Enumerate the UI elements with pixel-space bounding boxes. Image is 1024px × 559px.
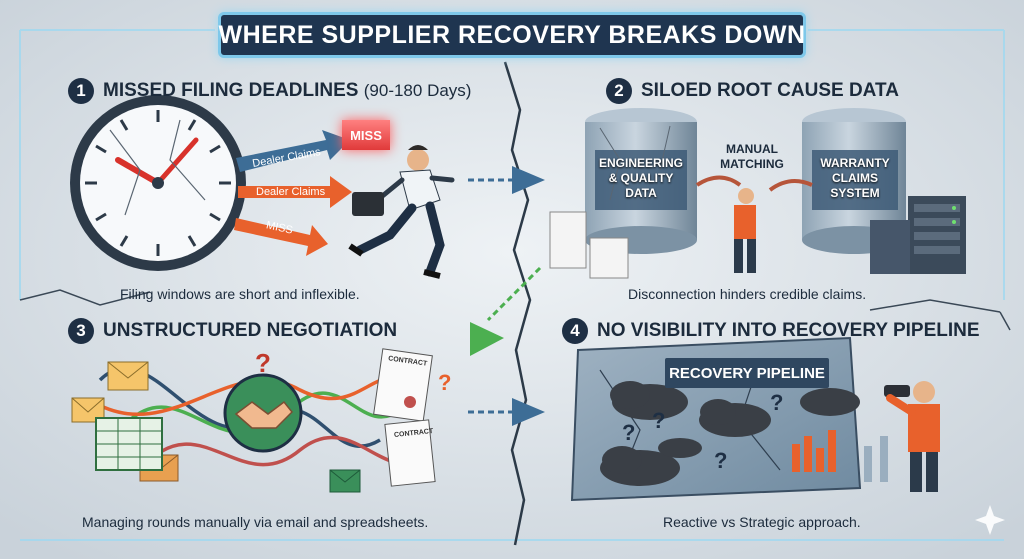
manual-label-line-2: MATCHING (720, 157, 784, 171)
engineering-label-line-2: & QUALITY (608, 171, 674, 185)
person-with-binoculars-icon (884, 381, 940, 492)
horizontal-cracks (19, 289, 1011, 331)
flow-arrow-diagonal (470, 266, 542, 356)
section-1-title-text: MISSED FILING DEADLINES (103, 80, 359, 101)
title-banner: WHERE SUPPLIER RECOVERY BREAKS DOWN (218, 12, 806, 58)
warranty-label-line-3: SYSTEM (830, 186, 880, 200)
question-mark-1: ? (622, 420, 636, 445)
warranty-label-line-1: WARRANTY (820, 156, 890, 170)
section-1-number: 1 (68, 78, 94, 104)
question-mark-4: ? (770, 390, 784, 415)
paper-stack-icon (549, 211, 629, 279)
section-3-number: 3 (68, 318, 94, 344)
page-title: WHERE SUPPLIER RECOVERY BREAKS DOWN (218, 20, 806, 49)
warranty-label-line-2: CLAIMS (832, 171, 878, 185)
section-2-number: 2 (606, 78, 632, 104)
section-1-caption: Filing windows are short and inflexible. (120, 286, 360, 302)
question-mark-orange: ? (438, 370, 452, 395)
engineering-label-line-1: ENGINEERING (598, 156, 683, 170)
question-mark-2: ? (652, 408, 666, 433)
engineering-tank-label: ENGINEERING & QUALITY DATA (595, 156, 687, 201)
worker-matching-icon (695, 175, 813, 273)
section-3-title: UNSTRUCTURED NEGOTIATION (103, 320, 398, 341)
miss-badge: MISS (342, 120, 390, 150)
question-mark-3: ? (714, 448, 728, 473)
section-2-caption: Disconnection hinders credible claims. (628, 286, 867, 302)
engineering-label-line-3: DATA (625, 186, 657, 200)
warranty-tank-label: WARRANTY CLAIMS SYSTEM (812, 156, 898, 201)
running-businessman-icon (348, 145, 455, 279)
frame-lines (19, 29, 1005, 541)
section-2-title: SILOED ROOT CAUSE DATA (641, 80, 899, 101)
section-4-title: NO VISIBILITY INTO RECOVERY PIPELINE (597, 320, 980, 341)
flow-arrow-right-top (468, 166, 545, 194)
clock-icon (70, 95, 246, 271)
manual-label-line-1: MANUAL (726, 142, 778, 156)
manual-matching-label: MANUAL MATCHING (712, 142, 792, 172)
dealer-claims-label-2: Dealer Claims (256, 186, 326, 198)
deadline-arrows (234, 130, 352, 256)
recovery-pipeline-label: RECOVERY PIPELINE (665, 358, 829, 388)
section-4-number: 4 (562, 318, 588, 344)
sparkle-icon (975, 505, 1005, 535)
section-3-caption: Managing rounds manually via email and s… (82, 514, 429, 530)
section-1-title: MISSED FILING DEADLINES (90-180 Days) (103, 80, 471, 102)
section-1-subtitle: (90-180 Days) (363, 81, 472, 100)
question-mark-red: ? (255, 348, 271, 378)
spreadsheet-icon (95, 417, 163, 471)
center-crack (503, 61, 532, 546)
section-4-caption: Reactive vs Strategic approach. (663, 514, 861, 530)
handshake-icon (223, 373, 303, 453)
storm-cloud-icons (600, 381, 860, 486)
server-rack-icon (870, 196, 966, 274)
contract-document-icons (373, 348, 436, 487)
flow-arrow-right-bottom (468, 398, 545, 426)
bar-chart-icon (792, 430, 888, 482)
